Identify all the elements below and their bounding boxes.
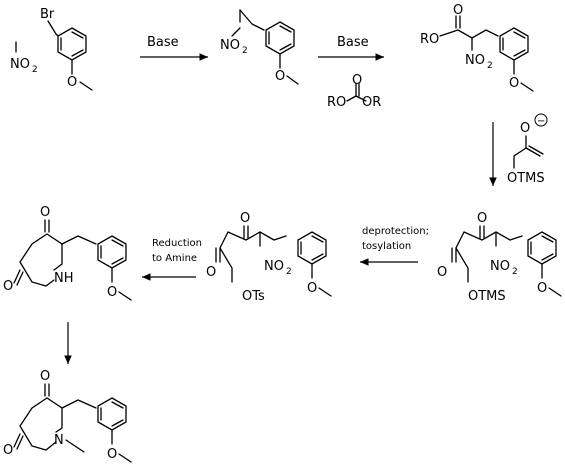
reagent-tosylation: tosylation [362,241,411,252]
ester-ro: RO [420,32,439,47]
ketone-oxygen-upper-7: O [40,369,50,384]
methoxy-oxygen-3: O [509,76,519,91]
ketone-oxygen-lower-7: O [3,443,13,458]
nitrite-label: NO [10,57,30,72]
ketone-oxygen-upper-5: O [240,211,250,226]
arrow-step-3: O − OTMS [489,113,548,186]
reagent-to-amine: to Amine [152,253,197,264]
nitro-label-2: NO [220,38,240,53]
ketone-oxygen-lower-6: O [3,279,13,294]
nitro-label-5: NO [264,259,284,274]
arrow-step-5: Reduction to Amine [142,238,202,281]
carbonate-ro: RO [327,95,346,110]
methoxy-oxygen-7: O [107,447,117,462]
compound-benzyl-bromide: Br O NO 2 [10,7,93,91]
compound-ots-diketone: O NO 2 O OTs O [206,211,332,304]
ketone-oxygen-upper-6: O [40,205,50,220]
nitro-subscript-5: 2 [286,267,292,277]
reagent-deprotection: deprotection; [362,226,429,237]
ketone-oxygen-lower-4: O [437,265,447,280]
compound-piperidinedione-nh: O NH O O [3,205,132,301]
compound-otms-diketone: O NO 2 O OTMS O [437,211,562,304]
ester-carbonyl-oxygen: O [453,3,463,18]
carbonate-or: OR [362,95,381,110]
nitrite-subscript: 2 [32,65,38,75]
negative-charge-circle [534,113,548,127]
methoxy-oxygen-2: O [275,69,285,84]
nitro-label-3: NO [465,53,485,68]
nitro-subscript-4: 2 [512,267,518,277]
nitro-label-4: NO [490,259,510,274]
arrow-step-2: Base RO O OR [318,35,384,110]
negative-charge: − [537,116,545,127]
methoxy-oxygen-6: O [107,285,117,300]
compound-nitro-ester: O RO NO 2 O [420,3,534,92]
methoxy-oxygen-5: O [307,281,317,296]
amine-nh-label: NH [54,271,74,286]
compound-n-methyl-piperidinedione: O N O O [3,369,132,463]
methoxy-oxygen: O [67,75,77,90]
reagent-base-2: Base [337,35,369,50]
arrow-step-4: deprotection; tosylation [360,226,429,266]
otms-label-4: OTMS [468,289,506,304]
methoxy-oxygen-4: O [537,281,547,296]
nitro-subscript-2: 2 [242,46,248,56]
amine-n-label: N [54,433,64,448]
reagent-reduction: Reduction [152,238,202,249]
enolate-oxygen: O [520,121,530,136]
ketone-oxygen-lower-5: O [206,265,216,280]
nitro-subscript-3: 2 [487,61,493,71]
ots-label: OTs [242,289,265,304]
bromine-label: Br [40,7,55,22]
compound-nitroethyl-arene: NO 2 O [220,9,299,85]
reagent-base-1: Base [147,35,179,50]
enolate-otms: OTMS [507,171,545,186]
carbonate-oxygen: O [352,73,362,88]
arrow-step-1: Base [140,35,208,61]
ketone-oxygen-upper-4: O [477,211,487,226]
